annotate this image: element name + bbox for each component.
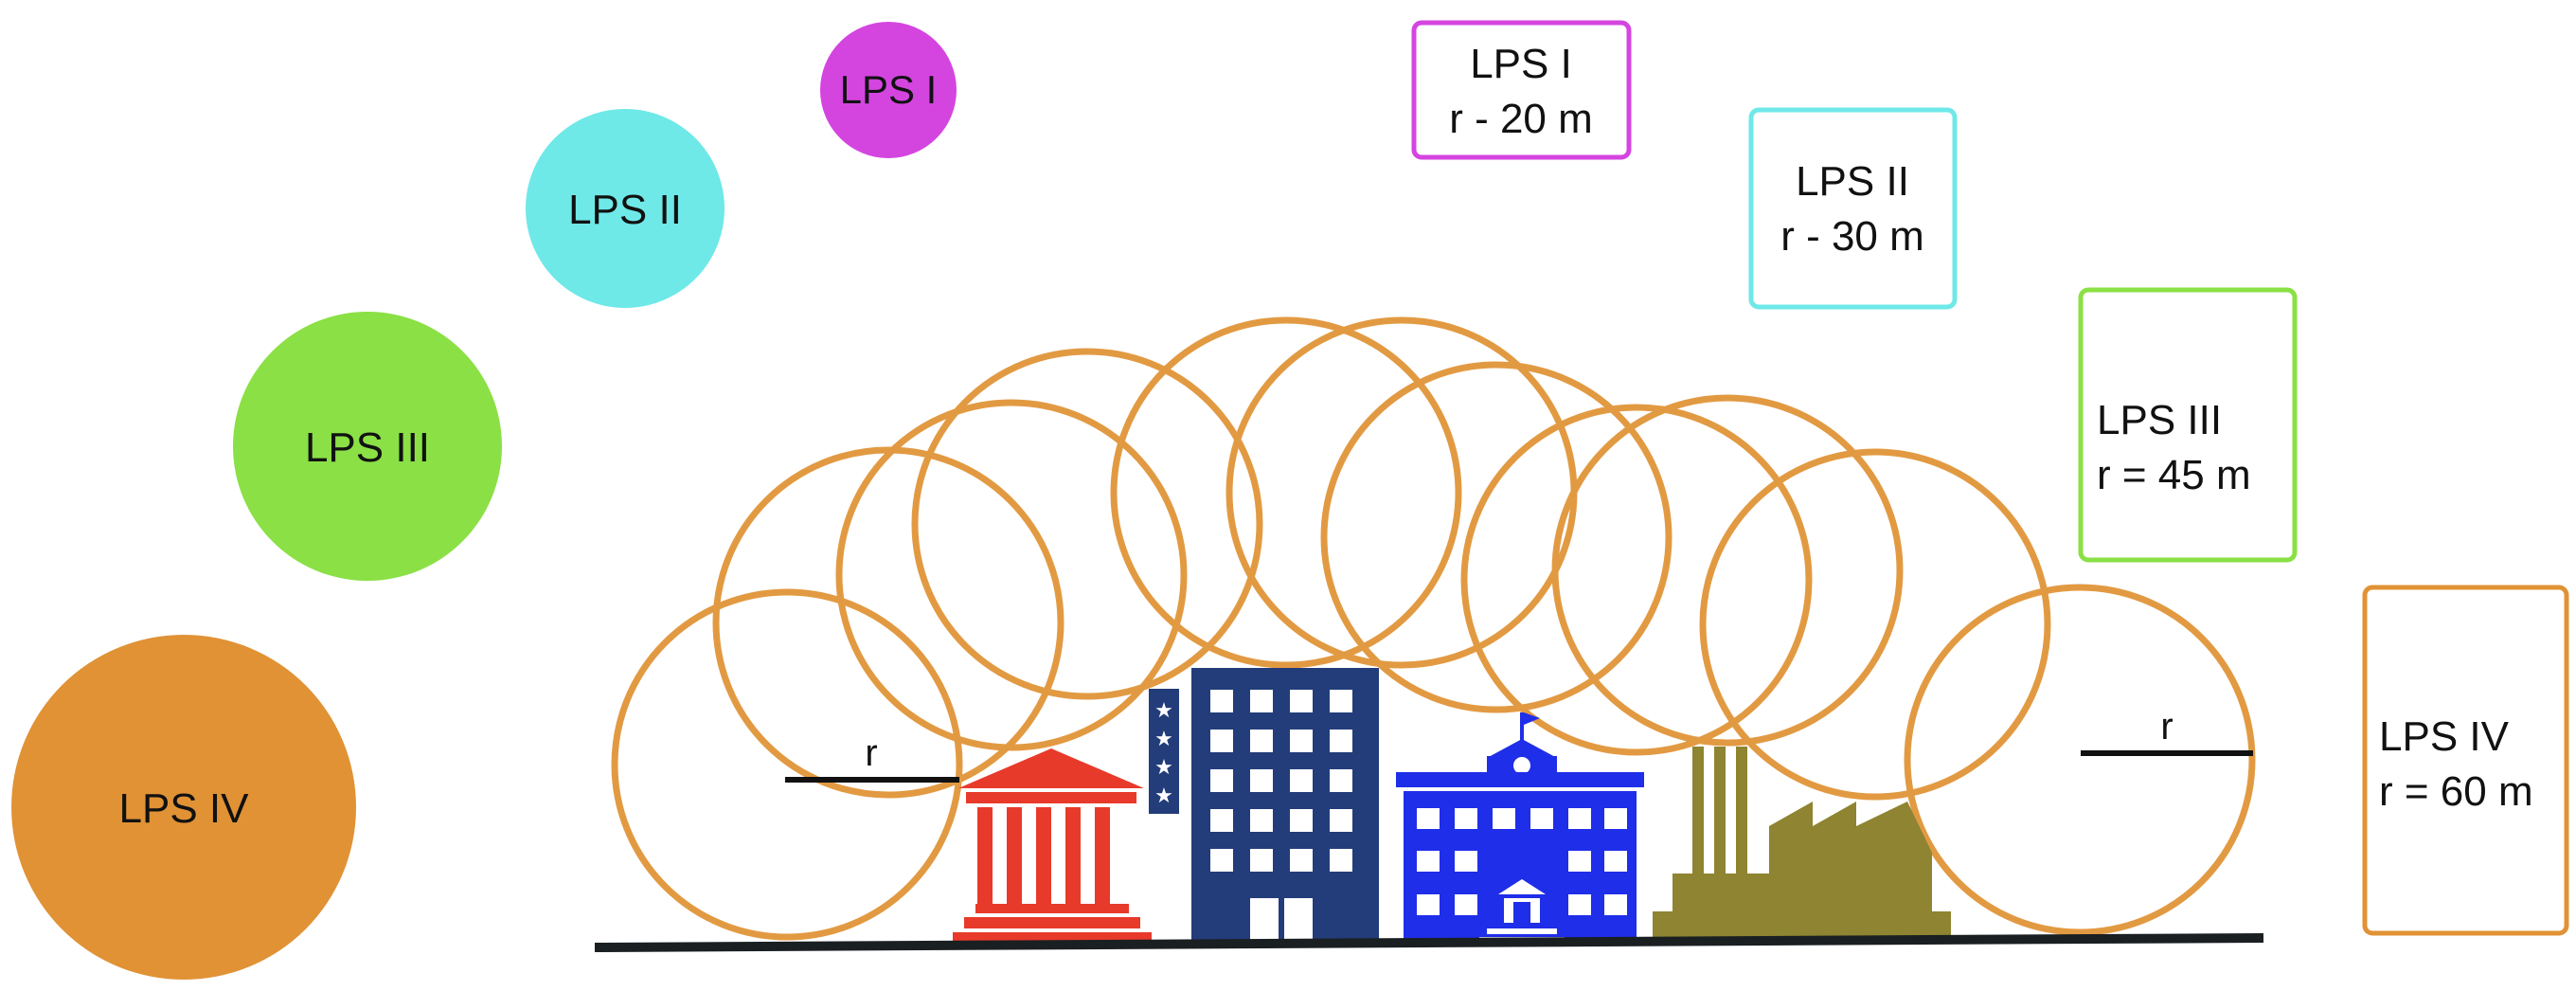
ground-line xyxy=(594,933,2264,952)
lps4-box-radius: r = 60 m xyxy=(2379,768,2533,815)
legend-boxes: LPS I r - 20 m LPS II r - 30 m LPS III r… xyxy=(1411,20,2569,936)
lps1-box-radius: r - 20 m xyxy=(1449,96,1593,142)
lps3-circle-label: LPS III xyxy=(305,424,430,471)
rolling-sphere-rings xyxy=(611,316,2256,941)
lps2-circle-label: LPS II xyxy=(568,187,682,233)
hotel-star: ★ xyxy=(1154,727,1173,750)
lps4-circle xyxy=(11,635,356,980)
radius-label-left: r xyxy=(865,732,877,774)
rolling-sphere-ring xyxy=(1460,404,1813,756)
lps4-box-title: LPS IV xyxy=(2379,713,2510,760)
lps1-box-title: LPS I xyxy=(1470,41,1572,87)
hotel-star: ★ xyxy=(1154,755,1173,779)
rolling-sphere-ring xyxy=(1225,316,1578,669)
factory-icon xyxy=(1653,747,1951,940)
rolling-sphere-ring xyxy=(611,588,963,941)
hotel-star: ★ xyxy=(1154,698,1173,722)
lps3-box-radius: r = 45 m xyxy=(2097,452,2251,498)
lps1-box xyxy=(1411,20,1632,160)
rolling-sphere-ring xyxy=(1699,448,2051,801)
lps3-circle xyxy=(233,312,502,581)
rolling-sphere-ring xyxy=(1110,316,1462,669)
rolling-sphere-ring xyxy=(1320,361,1673,713)
legend-circles: LPS I LPS II LPS III LPS IV xyxy=(11,22,957,980)
museum-icon xyxy=(953,748,1152,944)
hotel-icon: ★ ★ ★ ★ xyxy=(1149,668,1379,945)
lps3-box-title: LPS III xyxy=(2097,397,2222,443)
radius-label-right: r xyxy=(2160,706,2173,748)
lps2-box xyxy=(1748,107,1958,310)
lps1-circle xyxy=(820,22,957,158)
lps2-box-title: LPS II xyxy=(1796,158,1909,205)
lps1-circle-label: LPS I xyxy=(840,67,938,112)
rolling-sphere-ring xyxy=(1904,584,2256,936)
radius-indicators: r r xyxy=(785,706,2253,783)
rolling-sphere-ring xyxy=(1551,394,1904,747)
school-icon xyxy=(1396,712,1644,945)
lps3-box xyxy=(2078,287,2298,563)
lps2-circle xyxy=(526,109,724,308)
lps4-circle-label: LPS IV xyxy=(119,785,250,832)
lps4-box xyxy=(2362,585,2569,936)
rolling-sphere-ring xyxy=(911,348,1263,700)
rolling-sphere-ring xyxy=(835,399,1188,751)
hotel-star: ★ xyxy=(1154,784,1173,807)
lps2-box-radius: r - 30 m xyxy=(1780,213,1924,260)
